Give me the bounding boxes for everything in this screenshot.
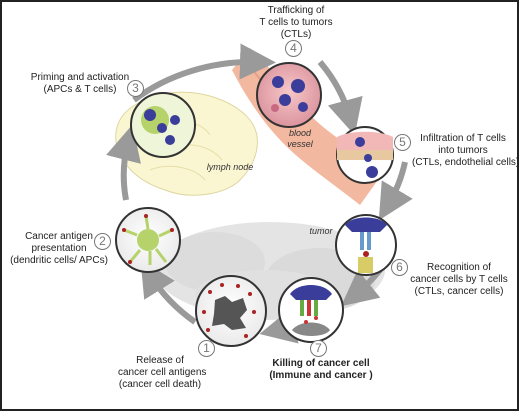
step-2-label-line1: Cancer antigen xyxy=(25,231,93,242)
step-2-label-line2: presentation xyxy=(31,243,87,254)
step-1-label-line1: Release of xyxy=(136,355,184,366)
step-4-label-line1: Trafficking of xyxy=(267,5,325,16)
step-6-recognition-circle xyxy=(335,214,397,276)
blood-vessel-label-line2: vessel xyxy=(287,139,313,149)
step-7-label-line1: Killing of cancer cell xyxy=(272,358,370,369)
lymph-node-label: lymph node xyxy=(206,162,254,172)
step-2-label-line3: (dendritic cells/ APCs) xyxy=(10,255,108,266)
step-2-presentation-circle xyxy=(115,207,181,273)
step-6-label-line1: Recognition of xyxy=(427,262,491,273)
step-5-label-line1: Infiltration of T cells xyxy=(420,133,506,144)
step-5-label: Infiltration of T cells into tumors (CTL… xyxy=(412,133,519,169)
step-4-label-line3: (CTLs) xyxy=(280,29,312,40)
step-3-label-line1: Priming and activation xyxy=(30,72,130,83)
step-4-label-line2: T cells to tumors xyxy=(259,17,333,28)
step-7-label: Killing of cancer cell (Immune and cance… xyxy=(258,358,384,382)
step-4-label: Trafficking of T cells to tumors (CTLs) xyxy=(258,5,334,41)
step-3-label-line2: (APCs & T cells) xyxy=(43,84,117,95)
step-7-number: 7 xyxy=(310,340,327,357)
step-4-trafficking-circle xyxy=(256,62,322,128)
step-7-killing-circle xyxy=(278,277,344,343)
step-1-release-circle xyxy=(195,275,267,347)
step-5-label-line2: into tumors xyxy=(438,145,488,156)
step-5-number: 5 xyxy=(394,134,411,151)
step-1-number: 1 xyxy=(198,340,215,357)
step-3-priming-circle xyxy=(130,92,196,158)
step-1-label-line2: cancer cell antigens xyxy=(118,367,207,378)
step-5-label-line3: (CTLs, endothelial cells) xyxy=(412,157,519,168)
step-1-label: Release of cancer cell antigens (cancer … xyxy=(118,355,207,391)
step-3-number: 3 xyxy=(127,80,144,97)
step-4-number: 4 xyxy=(285,40,302,57)
step-2-number: 2 xyxy=(94,233,111,250)
blood-vessel-label-line1: blood xyxy=(288,128,312,138)
step-6-label-line2: cancer cells by T cells xyxy=(410,274,508,285)
step-6-number: 6 xyxy=(391,259,408,276)
step-7-label-line2: (Immune and cancer ) xyxy=(269,370,373,381)
tumor-label: tumor xyxy=(309,226,333,236)
step-3-label: Priming and activation (APCs & T cells) xyxy=(28,72,132,96)
step-2-label: Cancer antigen presentation (dendritic c… xyxy=(4,231,114,267)
step-6-label: Recognition of cancer cells by T cells (… xyxy=(407,262,511,298)
step-6-label-line3: (CTLs, cancer cells) xyxy=(414,286,504,297)
step-5-infiltration-circle xyxy=(336,126,394,184)
blood-vessel-label: blood vessel xyxy=(280,128,320,150)
step-1-label-line3: (cancer cell death) xyxy=(118,379,202,390)
